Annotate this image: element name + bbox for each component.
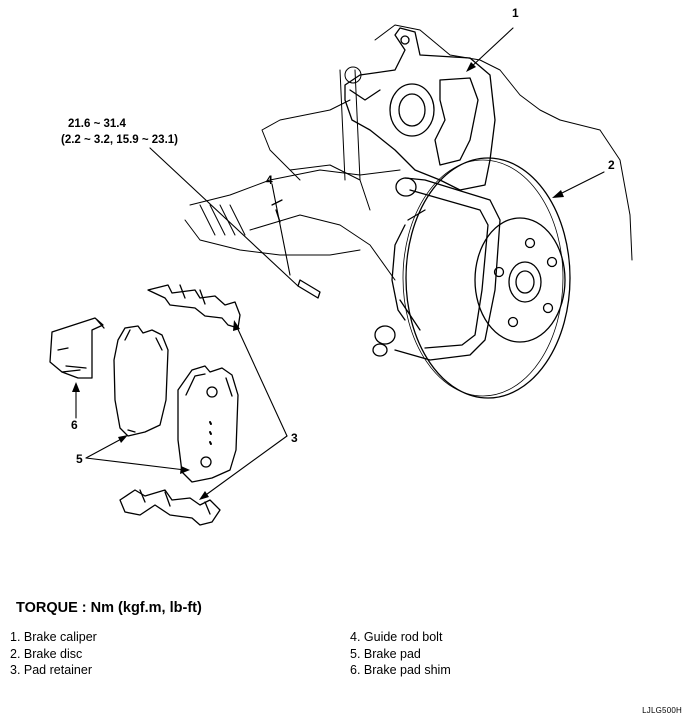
legend-item-brake-caliper: 1. Brake caliper [10, 630, 97, 644]
brake-caliper [344, 27, 496, 191]
knuckle-background [184, 24, 633, 281]
brake-disc [399, 157, 571, 399]
brake-pad-right [177, 365, 239, 483]
callout-6: 6 [71, 418, 78, 432]
legend-item-brake-disc: 2. Brake disc [10, 646, 83, 661]
callout-1: 1 [512, 6, 519, 20]
legend-right-column: 4. Guide rod bolt 5. Brake pad 6. Brake … [350, 629, 451, 679]
pad-retainer-upper [147, 284, 241, 329]
legend-item-brake-pad: 5. Brake pad [350, 646, 421, 661]
torque-spec-nm: 21.6 ~ 31.4 [68, 118, 126, 130]
legend-item-brake-pad-shim: 6. Brake pad shim [350, 663, 451, 677]
brake-pad-left [113, 325, 169, 437]
callout-2: 2 [608, 158, 615, 172]
callout-5: 5 [76, 452, 83, 466]
pad-retainer-lower [119, 489, 221, 526]
legend-item-guide-rod-bolt: 4. Guide rod bolt [350, 630, 443, 644]
brake-pad-shim [49, 317, 105, 379]
callout-4: 4 [266, 173, 273, 187]
legend-left-column: 1. Brake caliper 2. Brake disc 3. Pad re… [10, 629, 97, 679]
torque-spec-alt-units: (2.2 ~ 3.2, 15.9 ~ 23.1) [61, 134, 178, 146]
leader-lines [72, 27, 605, 500]
figure-code: LJLG500H [642, 706, 682, 715]
callout-3: 3 [291, 431, 298, 445]
brake-assembly-diagram [49, 24, 633, 526]
torque-units-heading: TORQUE : Nm (kgf.m, lb-ft) [16, 600, 202, 616]
legend-item-pad-retainer: 3. Pad retainer [10, 663, 92, 677]
guide-rod-bolt [271, 199, 321, 299]
caliper-carrier [372, 177, 501, 361]
